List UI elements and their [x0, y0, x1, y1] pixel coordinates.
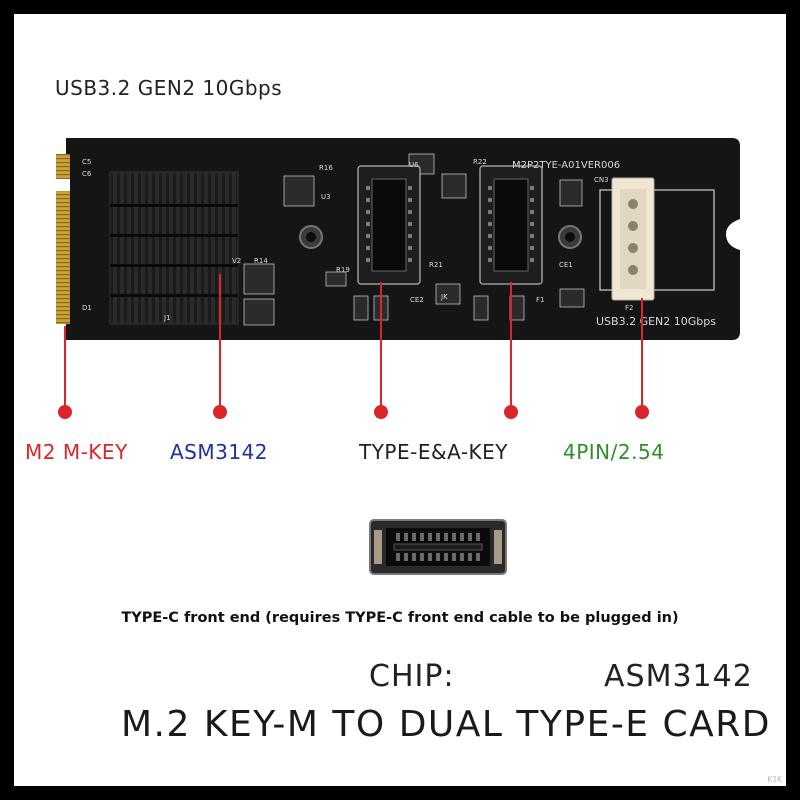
spec-heading: USB3.2 GEN2 10Gbps	[55, 76, 283, 100]
pointer-line-type-e-2	[510, 282, 512, 412]
silk-ref-d1: J1	[163, 314, 171, 322]
chip-value: ASM3142	[604, 659, 753, 694]
silk-ref-u6: U6	[409, 161, 419, 169]
type-e-socket-closeup	[369, 519, 507, 575]
type-e-connector-1	[357, 165, 421, 285]
pointer-dot-type-e-2	[504, 405, 518, 419]
silk-ref-ce1: R21	[429, 261, 443, 269]
gold-edge-connector	[56, 154, 70, 324]
label-m2-m-key: M2 M-KEY	[25, 440, 128, 464]
silk-ref-ce2: CE1	[559, 261, 573, 269]
pointer-dot-chip	[213, 405, 227, 419]
label-type-e-a-key: TYPE-E&A-KEY	[359, 440, 509, 464]
silk-ref-r14: V2	[232, 257, 241, 265]
label-asm3142: ASM3142	[170, 440, 269, 464]
silk-ref-f2: F1	[536, 296, 544, 304]
silk-ref-f1: CE2	[410, 296, 424, 304]
corner-watermark: K1K	[767, 775, 782, 784]
silk-ref-c6: C6	[82, 170, 92, 178]
product-headline: M.2 KEY-M TO DUAL TYPE-E CARD	[121, 704, 771, 745]
silk-ref-r15: R14	[254, 257, 268, 265]
pointer-dot-4pin	[635, 405, 649, 419]
type-e-connector-2	[479, 165, 543, 285]
silk-ref-c5: C5	[82, 158, 91, 166]
product-image-frame: USB3.2 GEN2 10Gbps	[14, 14, 786, 786]
pointer-line-type-e-1	[380, 282, 382, 412]
silk-ref-j1: F2	[625, 304, 633, 312]
socket-caption: TYPE-C front end (requires TYPE-C front …	[121, 610, 679, 626]
pointer-dot-type-e-1	[374, 405, 388, 419]
four-pin-connector	[611, 177, 655, 301]
pointer-line-4pin	[641, 298, 643, 412]
label-4pin: 4PIN/2.54	[563, 440, 665, 464]
pointer-line-m2	[64, 326, 66, 412]
pointer-dot-m2	[58, 405, 72, 419]
silk-ref-r16: R16	[319, 164, 333, 172]
silk-ref-cn3: CN3	[594, 176, 609, 184]
pointer-line-chip	[219, 274, 221, 412]
silk-ref-u3: U3	[321, 193, 331, 201]
silk-ref-c24: R19	[336, 266, 350, 274]
silk-ref-r22: R22	[473, 158, 487, 166]
silk-model: M2P2TYE-A01VER006	[512, 160, 620, 171]
silk-ref-jk-1: JK	[440, 293, 448, 301]
silk-ref-v2: D1	[82, 304, 92, 312]
silk-spec: USB3.2 GEN2 10Gbps	[596, 315, 716, 328]
heatsink	[109, 171, 239, 325]
chip-label: CHIP:	[369, 659, 455, 694]
pcb-board-illustration: M2P2TYE-A01VER006 USB3.2 GEN2 10Gbps C5 …	[56, 138, 740, 340]
